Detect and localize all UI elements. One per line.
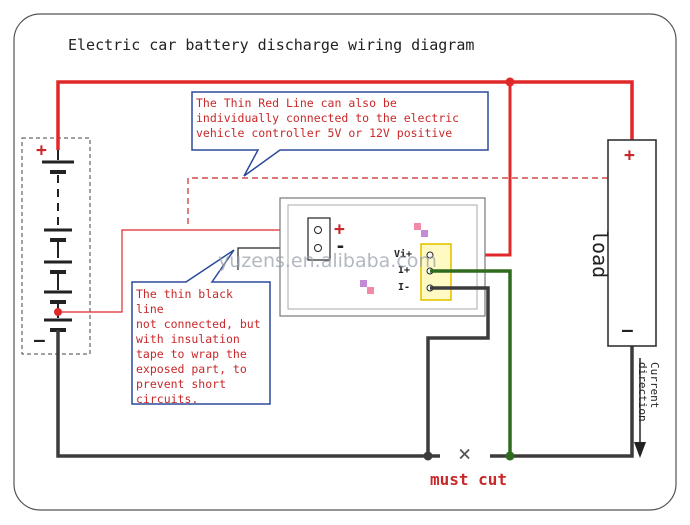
current-direction-label: Current direction [636,362,661,422]
meter-module [279,197,486,317]
note-black-line: The thin black line not connected, but w… [136,287,261,406]
green-current-wire [430,269,512,456]
battery-enclosure [21,137,91,355]
meter-power-plus-label: + [334,219,345,240]
must-cut-label: must cut [430,470,508,489]
current-direction-arrow [634,358,646,458]
junction-dot [423,451,433,461]
junction-dot [505,77,515,87]
callout-top [191,91,489,177]
junction-dot [505,451,515,461]
callout-bottom [131,249,271,405]
meter-power-minus-label: - [335,236,346,257]
watermark: yuzens.en.alibaba.com [218,250,437,272]
black-i-minus-wire [426,286,490,456]
battery-tap-dot [54,308,62,316]
cut-mark-icon: × [458,442,472,467]
load-plus-label: + [624,145,635,166]
load-box [607,139,657,347]
negative-bus-wire [56,330,440,458]
battery-pack [42,150,74,332]
load-label: load [588,230,612,279]
load-minus-label: — [622,320,633,341]
load-return-wire [490,346,634,458]
optional-controller-wire [187,177,612,224]
terminal-vi-plus-label: Vi+ [394,249,413,260]
note-red-line: The Thin Red Line can also be individual… [196,96,460,140]
red-positive-wire [56,80,634,150]
diagram-title: Electric car battery discharge wiring di… [68,36,475,54]
terminal-i-plus-label: I+ [398,265,411,276]
battery-plus-label: + [36,140,47,161]
battery-minus-label: — [34,330,45,351]
outer-frame [13,13,677,511]
thin-red-wire [58,229,318,313]
terminal-i-minus-label: I- [398,282,411,293]
